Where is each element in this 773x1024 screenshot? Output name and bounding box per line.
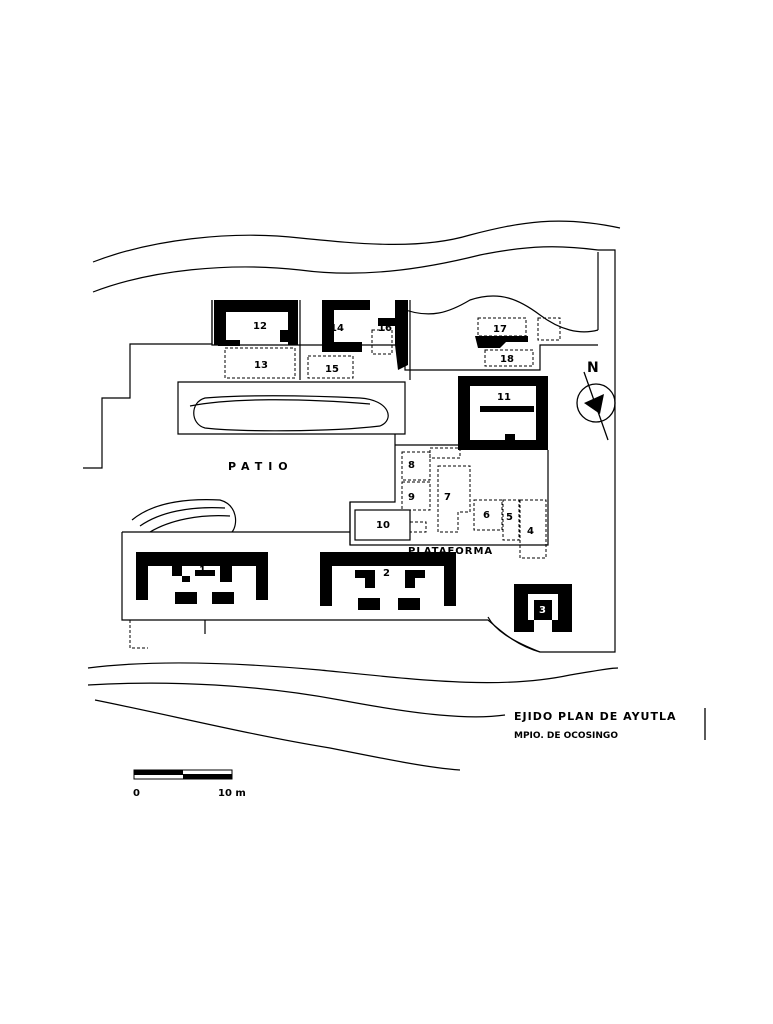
map-title: EJIDO PLAN DE AYUTLA xyxy=(514,710,677,723)
structure-5: 5 xyxy=(502,499,520,541)
structure-10-label: 10 xyxy=(376,520,390,531)
structure-16-label: 16 xyxy=(378,323,392,334)
structure-7-label: 7 xyxy=(444,492,451,503)
structure-17-label: 17 xyxy=(493,324,507,335)
structure-14-label: 14 xyxy=(330,323,344,334)
central-platform xyxy=(349,444,549,546)
structure-11-label: 11 xyxy=(497,392,511,403)
structure-2-label: 2 xyxy=(383,568,390,579)
structure-3-label: 3 xyxy=(539,605,546,616)
north-label: N xyxy=(587,360,599,376)
structure-18: 18 xyxy=(484,349,534,367)
structure-8: 8 xyxy=(401,447,461,481)
structure-9-label: 9 xyxy=(408,492,415,503)
structure-18-label: 18 xyxy=(500,354,514,365)
south-terrace xyxy=(121,499,541,653)
structure-6-label: 6 xyxy=(483,510,490,521)
scale-start-label: 0 xyxy=(133,788,140,799)
structure-7: 7 xyxy=(437,465,471,533)
structure-2: 2 xyxy=(320,552,456,610)
structure-13: 13 xyxy=(224,347,296,379)
structure-11: 11 xyxy=(458,376,548,450)
scale-end-label: 10 m xyxy=(218,788,246,799)
structure-12-label: 12 xyxy=(253,321,267,332)
contour-lines-north xyxy=(92,220,621,333)
north-terrace xyxy=(211,300,598,380)
structure-17-annex xyxy=(537,317,561,341)
scale-bar: 0 10 m xyxy=(133,769,246,799)
patio-platform xyxy=(177,381,406,545)
structure-3: 3 xyxy=(514,584,572,632)
patio-label: PATIO xyxy=(228,460,294,473)
structure-8-label: 8 xyxy=(408,460,415,471)
structure-15-label: 15 xyxy=(325,364,339,375)
structure-5-label: 5 xyxy=(506,512,513,523)
structure-12: 12 xyxy=(214,300,298,346)
structure-6: 6 xyxy=(473,499,503,531)
structure-17: 17 xyxy=(475,317,528,348)
structure-4: 4 xyxy=(519,499,547,559)
structure-1-label: 1 xyxy=(199,565,206,576)
contour-lines-south xyxy=(87,662,619,771)
structure-9: 9 xyxy=(401,481,431,511)
structure-1: 1 xyxy=(136,552,268,604)
map-subtitle: MPIO. DE OCOSINGO xyxy=(514,731,618,741)
structure-10: 10 xyxy=(354,509,427,541)
structure-4-label: 4 xyxy=(527,526,534,537)
structure-14: 14 xyxy=(322,300,370,352)
structure-15: 15 xyxy=(307,355,354,379)
plataforma-label: PLATAFORMA xyxy=(408,546,493,557)
north-arrow-icon: N xyxy=(576,360,616,441)
structure-13-label: 13 xyxy=(254,360,268,371)
structure-16: 16 xyxy=(371,300,408,370)
